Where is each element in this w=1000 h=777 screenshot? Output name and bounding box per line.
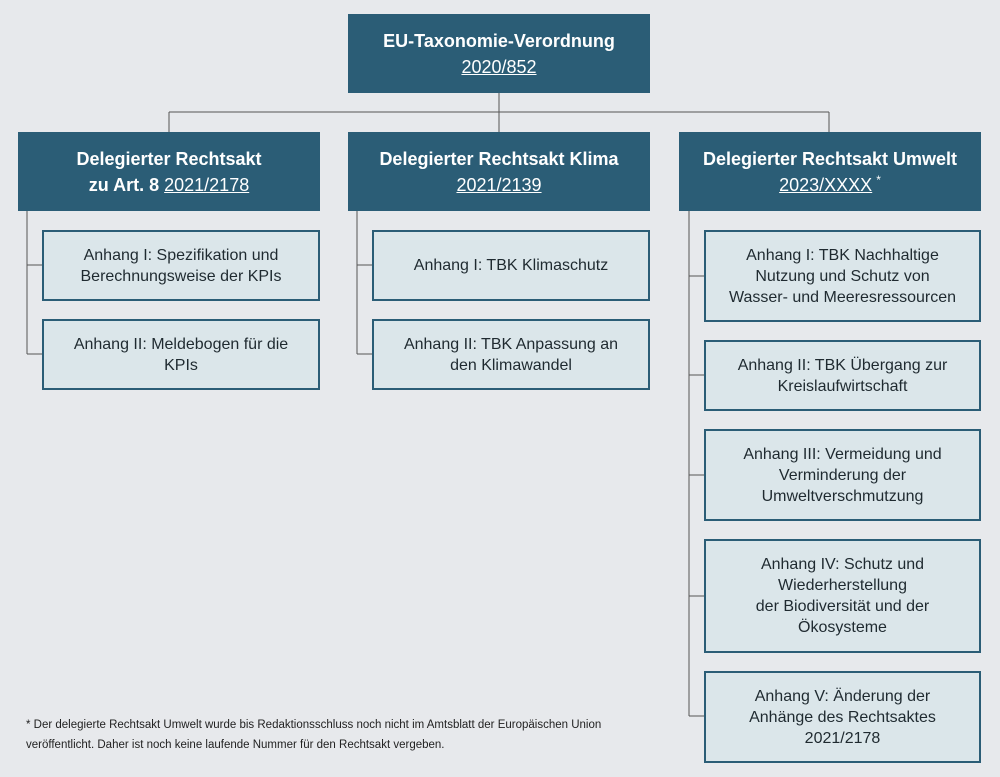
column-1-ref-link[interactable]: 2021/2178 (164, 174, 250, 195)
column-2-title: Delegierter Rechtsakt Klima (379, 148, 619, 169)
column-3-item-1-label: Anhang I: TBK Nachhaltige Nutzung und Sc… (728, 246, 957, 306)
column-1-item-1: Anhang I: Spezifikation und Berechnungsw… (42, 230, 320, 301)
column-3-item-4: Anhang IV: Schutz und Wiederherstellung … (704, 539, 981, 653)
column-2-ref-link[interactable]: 2021/2139 (456, 174, 542, 195)
column-1-header: Delegierter Rechtsakt zu Art. 8 2021/217… (18, 132, 320, 211)
column-2-item-2-label: Anhang II: TBK Anpassung an den Klimawan… (403, 335, 619, 374)
root-node: EU-Taxonomie-Verordnung 2020/852 (348, 14, 650, 93)
column-3-item-2-label: Anhang II: TBK Übergang zur Kreislaufwir… (737, 356, 948, 395)
footnote-marker: * (876, 172, 881, 187)
column-3-ref-link[interactable]: 2023/XXXX (779, 174, 873, 195)
column-3-item-5: Anhang V: Änderung der Anhänge des Recht… (704, 671, 981, 763)
column-2-item-1: Anhang I: TBK Klimaschutz (372, 230, 650, 301)
column-3-item-3: Anhang III: Vermeidung und Verminderung … (704, 429, 981, 521)
column-1-subtitle: zu Art. 8 (88, 174, 160, 195)
column-1-title: Delegierter Rechtsakt (76, 148, 262, 169)
column-3-header: Delegierter Rechtsakt Umwelt 2023/XXXX* (679, 132, 981, 211)
column-1-item-2: Anhang II: Meldebogen für die KPIs (42, 319, 320, 390)
column-3-item-3-label: Anhang III: Vermeidung und Verminderung … (743, 445, 942, 505)
column-3-item-4-label: Anhang IV: Schutz und Wiederherstellung … (755, 556, 930, 636)
root-title: EU-Taxonomie-Verordnung (383, 30, 615, 51)
column-2-header: Delegierter Rechtsakt Klima 2021/2139 (348, 132, 650, 211)
column-3-item-5-label: Anhang V: Änderung der Anhänge des Recht… (749, 687, 936, 747)
root-ref-link[interactable]: 2020/852 (461, 56, 537, 77)
column-3-item-2: Anhang II: TBK Übergang zur Kreislaufwir… (704, 340, 981, 411)
column-2-item-1-label: Anhang I: TBK Klimaschutz (413, 257, 609, 274)
footnote-text: * Der delegierte Rechtsakt Umwelt wurde … (26, 719, 602, 751)
column-3-title: Delegierter Rechtsakt Umwelt (702, 148, 958, 169)
column-1-item-1-label: Anhang I: Spezifikation und Berechnungsw… (80, 246, 282, 285)
column-3-item-1: Anhang I: TBK Nachhaltige Nutzung und Sc… (704, 230, 981, 322)
column-2-item-2: Anhang II: TBK Anpassung an den Klimawan… (372, 319, 650, 390)
column-1-item-2-label: Anhang II: Meldebogen für die KPIs (73, 335, 289, 374)
